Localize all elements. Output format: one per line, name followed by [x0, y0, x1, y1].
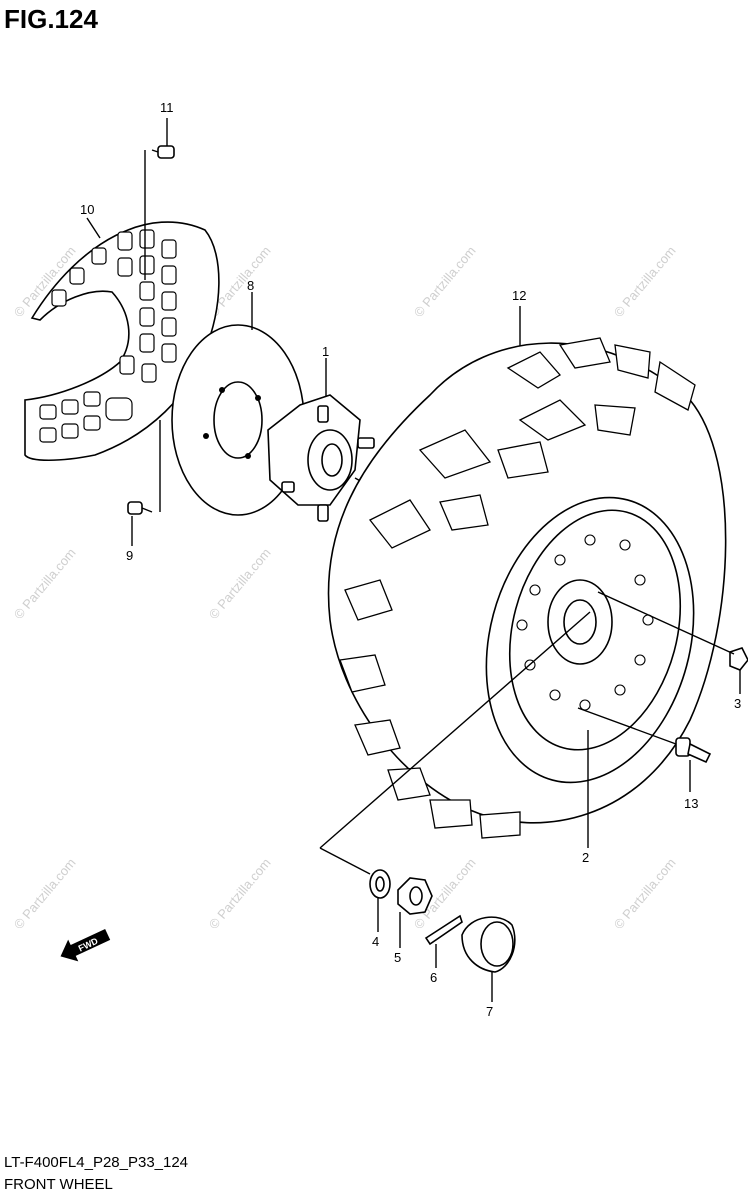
watermark: © Partzilla.com — [11, 545, 79, 622]
washer-4 — [369, 869, 391, 899]
bolt-11 — [151, 145, 175, 159]
watermark: © Partzilla.com — [206, 545, 274, 622]
wheel-rim — [485, 496, 695, 784]
nut-3 — [729, 647, 748, 671]
callout-2: 2 — [582, 850, 589, 865]
bolt-9 — [127, 501, 153, 515]
figure-title: FIG.124 — [4, 4, 98, 34]
callout-4: 4 — [372, 934, 379, 949]
callout-13: 13 — [684, 796, 698, 811]
wheel-hub — [267, 394, 381, 522]
watermark: © Partzilla.com — [411, 243, 479, 320]
cotter-pin-6 — [424, 914, 463, 946]
callout-3: 3 — [734, 696, 741, 711]
leader-lines — [86, 118, 741, 1002]
hub-cap-7 — [461, 916, 516, 973]
brake-disc-cover — [24, 221, 220, 461]
callout-1: 1 — [322, 344, 329, 359]
watermark: © Partzilla.com — [11, 855, 79, 932]
section-name: FRONT WHEEL — [4, 1176, 113, 1193]
callout-7: 7 — [486, 1004, 493, 1019]
watermark: © Partzilla.com — [206, 855, 274, 932]
callout-labels: 11 10 8 1 12 3 13 2 9 4 5 6 7 — [80, 100, 741, 1019]
valve-13 — [675, 737, 712, 764]
callout-10: 10 — [80, 202, 94, 217]
model-code: LT-F400FL4_P28_P33_124 — [4, 1154, 189, 1171]
callout-6: 6 — [430, 970, 437, 985]
watermark: © Partzilla.com — [611, 243, 679, 320]
nut-5 — [397, 877, 433, 915]
callout-11: 11 — [160, 100, 174, 115]
callout-5: 5 — [394, 950, 401, 965]
callout-9: 9 — [126, 548, 133, 563]
watermark: © Partzilla.com — [611, 855, 679, 932]
fwd-badge: FWD — [60, 928, 111, 962]
callout-12: 12 — [512, 288, 526, 303]
callout-8: 8 — [247, 278, 254, 293]
